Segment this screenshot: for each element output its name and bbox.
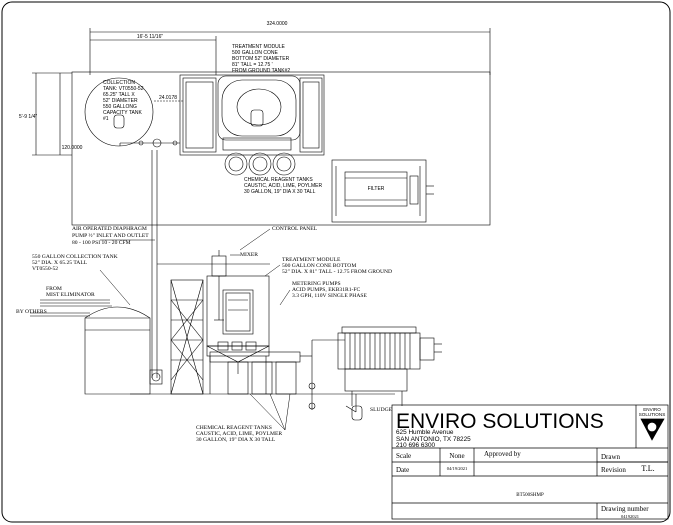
filter-label: FILTER bbox=[368, 186, 385, 192]
title-block bbox=[391, 404, 669, 520]
svg-text:30 GALLON, 19" DIA X 30 TALL: 30 GALLON, 19" DIA X 30 TALL bbox=[244, 189, 316, 195]
svg-text:FROM GROUND TANK#2: FROM GROUND TANK#2 bbox=[232, 68, 290, 74]
footer-date: 04192021 bbox=[621, 514, 639, 519]
svg-text:FROM: FROM bbox=[46, 286, 62, 292]
drawing-id: BT500SHMP bbox=[516, 493, 544, 498]
mixer-label: MIXER bbox=[240, 252, 258, 258]
company-name: ENVIRO SOLUTIONS bbox=[396, 410, 604, 433]
svg-text:CHEMICAL REAGENT TANKS: CHEMICAL REAGENT TANKS bbox=[244, 177, 313, 183]
treatment-module-elev-label: TREATMENT MODULE 500 GALLON CONE BOTTOM … bbox=[282, 257, 392, 275]
svg-text:BOTTOM 52" DIAMETER: BOTTOM 52" DIAMETER bbox=[232, 56, 290, 62]
svg-text:550 GALLON COLLECTION TANK: 550 GALLON COLLECTION TANK bbox=[32, 254, 118, 260]
logo-text-2: SOLUTIONS bbox=[639, 412, 666, 417]
svg-text:30 GALLON, 19" DIA X 30 TALL: 30 GALLON, 19" DIA X 30 TALL bbox=[196, 437, 276, 443]
svg-text:ACID PUMPS, EKB31R1-FC: ACID PUMPS, EKB31R1-FC bbox=[292, 287, 360, 293]
dim-side: 120.0000 bbox=[62, 145, 83, 151]
date-label: Date bbox=[396, 466, 409, 474]
metering-pumps-label: METERING PUMPS ACID PUMPS, EKB31R1-FC 3.… bbox=[292, 281, 367, 299]
dim-spacing: 16'-5 11/16" bbox=[137, 34, 163, 40]
address-line-1: 625 Humble Avenue bbox=[396, 429, 454, 436]
svg-text:65.25" TALL X: 65.25" TALL X bbox=[103, 92, 135, 98]
logo-text-1: ENVIRO bbox=[643, 407, 661, 412]
svg-text:52" DIA. X 81" TALL - 12.75 FR: 52" DIA. X 81" TALL - 12.75 FROM GROUND bbox=[282, 269, 392, 275]
svg-text:3.3 GPH, 110V SINGLE PHASE: 3.3 GPH, 110V SINGLE PHASE bbox=[292, 293, 367, 299]
svg-text:80 - 100 PSI 10 - 20 CFM: 80 - 100 PSI 10 - 20 CFM bbox=[72, 240, 131, 246]
top-view bbox=[32, 28, 491, 226]
address-line-3: 210 696 6300 bbox=[396, 442, 436, 449]
collection-tank-plan-label: COLLECTION TANK: VT0550-52 65.25" TALL X… bbox=[103, 80, 144, 122]
svg-text:TREATMENT MODULE: TREATMENT MODULE bbox=[232, 44, 286, 50]
elevation-view bbox=[30, 150, 442, 421]
svg-text:550 GALLONG: 550 GALLONG bbox=[103, 104, 137, 110]
drawn-label: Drawn bbox=[601, 453, 621, 461]
mist-eliminator-label: FROM MIST ELIMINATOR bbox=[46, 286, 95, 298]
date-value: 04/19/2021 bbox=[447, 466, 468, 471]
dim-offset: 24.0178 bbox=[159, 95, 177, 101]
svg-text:500 GALLON CONE: 500 GALLON CONE bbox=[232, 50, 279, 56]
by-others-label: BY OTHERS bbox=[16, 309, 47, 315]
svg-text:500 GALLON CONE BOTTOM: 500 GALLON CONE BOTTOM bbox=[282, 263, 356, 269]
treatment-module-plan-label: TREATMENT MODULE 500 GALLON CONE BOTTOM … bbox=[232, 44, 290, 74]
svg-text:VT0550-52: VT0550-52 bbox=[32, 266, 58, 272]
control-panel-label: CONTROL PANEL bbox=[272, 226, 318, 232]
scale-label: Scale bbox=[396, 452, 411, 460]
svg-text:CAPACITY TANK: CAPACITY TANK bbox=[103, 110, 142, 116]
svg-text:81" TALL = 12.75 ': 81" TALL = 12.75 ' bbox=[232, 62, 273, 68]
dim-height: 5'-9 1/4" bbox=[19, 114, 38, 120]
svg-text:#1: #1 bbox=[103, 116, 109, 122]
svg-text:CHEMICAL REAGENT TANKS: CHEMICAL REAGENT TANKS bbox=[196, 425, 272, 431]
approved-label: Approved by bbox=[484, 450, 521, 458]
address-line-2: SAN ANTONIO, TX 78225 bbox=[396, 436, 471, 443]
collection-tank-elev-label: 550 GALLON COLLECTION TANK 52" DIA. X 65… bbox=[32, 254, 118, 272]
svg-text:TANK: VT0550-52: TANK: VT0550-52 bbox=[103, 86, 144, 92]
svg-text:COLLECTION: COLLECTION bbox=[103, 80, 135, 86]
svg-text:52" DIA. X 65.25 TALL: 52" DIA. X 65.25 TALL bbox=[32, 260, 88, 266]
svg-text:AIR OPERATED DIAPHRAGM: AIR OPERATED DIAPHRAGM bbox=[72, 226, 147, 232]
svg-text:MIST ELIMINATOR: MIST ELIMINATOR bbox=[46, 292, 95, 298]
scale-value: None bbox=[449, 452, 464, 460]
air-pump-label: AIR OPERATED DIAPHRAGM PUMP ½" INLET AND… bbox=[72, 226, 149, 246]
svg-text:PUMP ½" INLET AND OUTLET: PUMP ½" INLET AND OUTLET bbox=[72, 232, 149, 239]
leader-lines bbox=[99, 228, 291, 431]
sludge-label: SLUDGE bbox=[370, 407, 393, 413]
svg-text:CAUSTIC, ACID, LIME, POYLMER: CAUSTIC, ACID, LIME, POYLMER bbox=[244, 183, 322, 189]
svg-text:CAUSTIC, ACID, LIME, POYLMER: CAUSTIC, ACID, LIME, POYLMER bbox=[196, 431, 282, 437]
svg-text:TREATMENT MODULE: TREATMENT MODULE bbox=[282, 257, 341, 263]
svg-text:52" DIAMETER: 52" DIAMETER bbox=[103, 98, 138, 104]
revision-value: T.L. bbox=[641, 464, 654, 473]
chem-tanks-elev-label: CHEMICAL REAGENT TANKS CAUSTIC, ACID, LI… bbox=[196, 425, 282, 443]
drawing-number-label: Drawing number bbox=[601, 505, 649, 513]
dim-overall: 324.0000 bbox=[267, 21, 288, 27]
svg-text:METERING PUMPS: METERING PUMPS bbox=[292, 281, 341, 287]
revision-label: Revision bbox=[601, 466, 626, 474]
chem-tanks-plan-label: CHEMICAL REAGENT TANKS CAUSTIC, ACID, LI… bbox=[244, 177, 322, 195]
